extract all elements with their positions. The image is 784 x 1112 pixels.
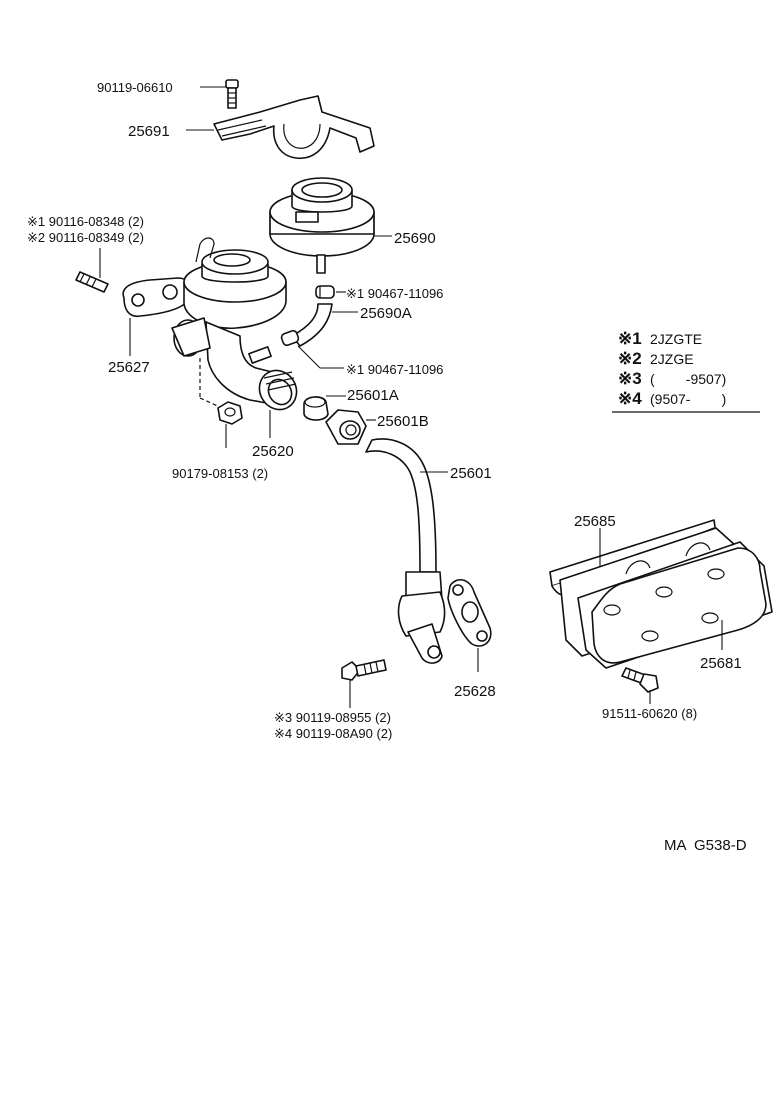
legend-mark-3: ※3	[618, 369, 642, 388]
label-pipe: 25601	[450, 465, 492, 482]
egr-valve-gasket-part	[122, 277, 192, 318]
label-nut: 90179-08153 (2)	[172, 466, 268, 481]
legend-mark-1: ※1	[618, 329, 642, 348]
label-union-nut: 25601B	[377, 413, 429, 430]
label-bolt-3: ※3 90119-08955 (2)	[274, 710, 391, 725]
egr-vacuum-modulator-part	[269, 177, 375, 274]
applicability-legend: ※1 2JZGTE ※2 2JZGE ※3 ( -9507) ※4 (9507-…	[612, 329, 760, 413]
clamp-upper-part	[315, 285, 335, 299]
label-gasket-valve: 25627	[108, 359, 150, 376]
legend-text-3: ( -9507)	[650, 371, 726, 387]
pipe-gasket-part	[447, 579, 492, 647]
egr-pipe-part	[365, 438, 446, 664]
label-stud-2: ※2 90116-08349 (2)	[27, 230, 144, 245]
legend-text-4: (9507- )	[650, 391, 726, 407]
flange-bolt-part	[341, 659, 387, 681]
cover-bolt-part	[621, 667, 659, 693]
label-stud-1: ※1 90116-08348 (2)	[27, 214, 144, 229]
legend-text-1: 2JZGTE	[650, 331, 702, 347]
reference-code: MA G538-D	[664, 837, 747, 854]
label-clamp-upper: ※1 90467-11096	[346, 286, 443, 301]
vacuum-hose-part	[291, 303, 333, 347]
legend-mark-2: ※2	[618, 349, 642, 368]
label-hose: 25690A	[360, 305, 412, 322]
label-bolt-cover: 91511-60620 (8)	[602, 706, 697, 721]
label-cover: 25681	[700, 655, 742, 672]
union-nut-part	[325, 409, 367, 445]
egr-valve-part	[171, 237, 298, 411]
label-gasket-pipe: 25628	[454, 683, 496, 700]
label-egr-valve: 25620	[252, 443, 294, 460]
bracket-part	[213, 95, 375, 159]
label-egr-modulator: 25690	[394, 230, 436, 247]
legend-text-2: 2JZGE	[650, 351, 694, 367]
label-bolt-4: ※4 90119-08A90 (2)	[274, 726, 392, 741]
label-bracket: 25691	[128, 123, 170, 140]
nut-part	[217, 401, 243, 425]
label-plug: 25601A	[347, 387, 399, 404]
label-clamp-lower: ※1 90467-11096	[346, 362, 443, 377]
label-bolt-top: 90119-06610	[97, 80, 173, 95]
plug-part	[303, 396, 329, 421]
label-gasket-cover: 25685	[574, 513, 616, 530]
stud-part	[75, 271, 109, 293]
legend-mark-4: ※4	[618, 389, 642, 408]
cover-part	[559, 527, 773, 669]
clamp-lower-part	[280, 329, 300, 347]
bolt-top-part	[225, 79, 239, 109]
